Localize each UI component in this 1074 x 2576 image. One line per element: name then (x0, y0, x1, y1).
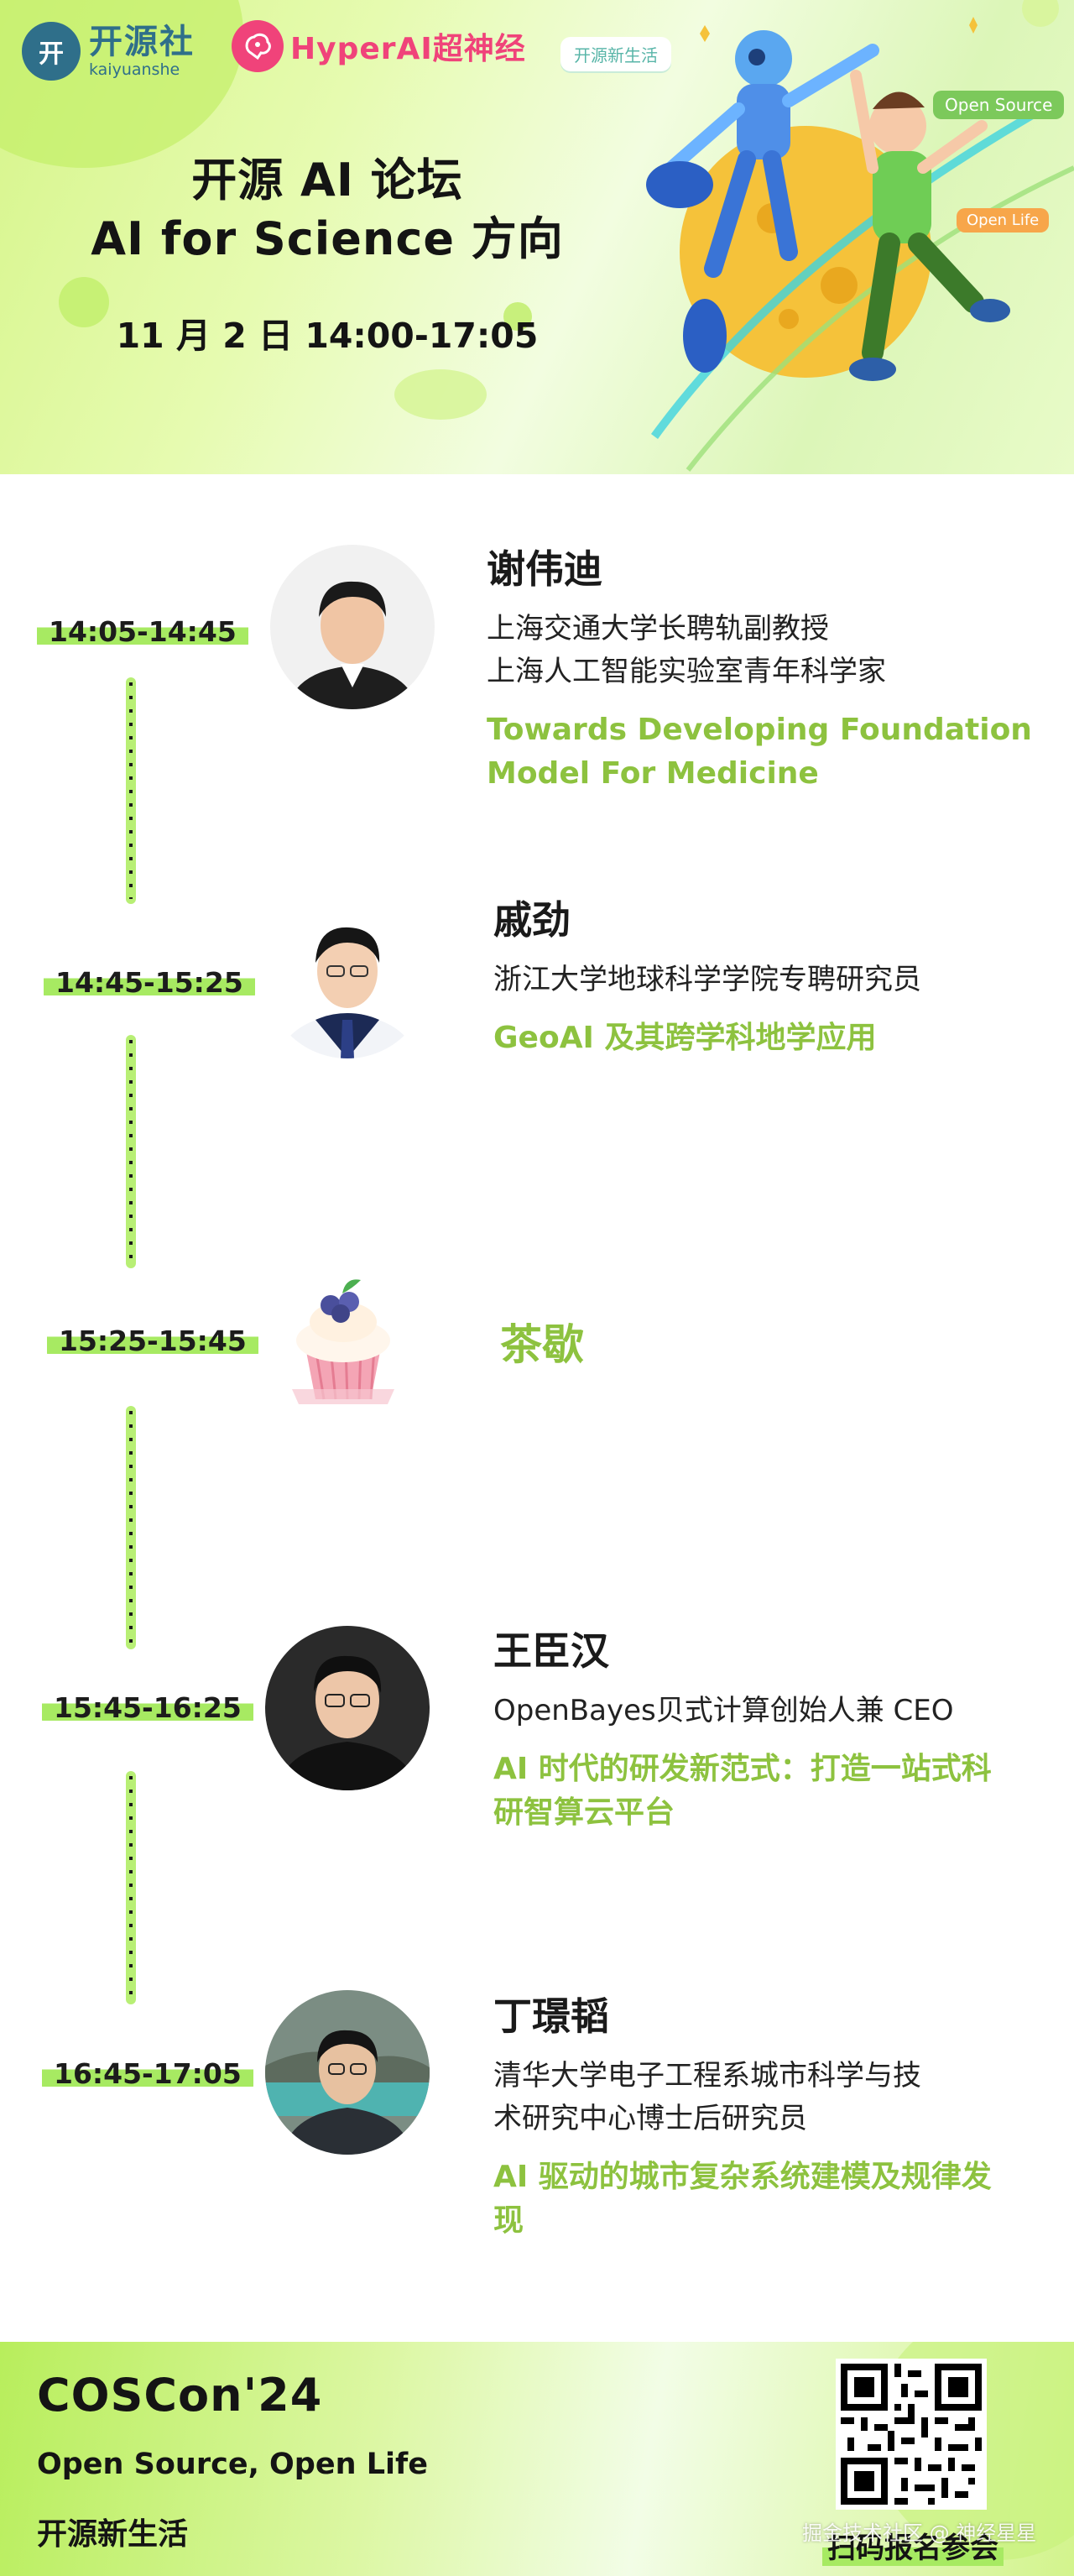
registration-qr-code[interactable] (836, 2359, 987, 2510)
kaiyuanshe-logo-en: kaiyuanshe (89, 60, 180, 79)
speaker-card: 戚劲 浙江大学地球科学学院专聘研究员 GeoAI 及其跨学科地学应用 (493, 897, 1047, 1060)
open-source-life-tag: 开源新生活 (560, 37, 671, 71)
kaiyuanshe-logo-icon: 开 (22, 22, 81, 81)
speaker-avatar (265, 1626, 430, 1790)
event-slogan: Open Source, Open Life (37, 2448, 428, 2481)
topic-line: 研智算云平台 (493, 1795, 675, 1831)
affiliation-line: 清华大学电子工程系城市科学与技 (493, 2059, 921, 2093)
cupcake-icon (280, 1263, 406, 1406)
kaiyuanshe-logo[interactable]: 开 开源社 kaiyuanshe (22, 22, 195, 81)
topic-line: GeoAI 及其跨学科地学应用 (493, 1021, 877, 1056)
speaker-name: 戚劲 (493, 897, 571, 943)
topic-line: Towards Developing Foundation (487, 713, 1032, 748)
speaker-name: 丁璟韬 (493, 1993, 609, 2039)
decor-blob (59, 277, 109, 327)
speaker-avatar (265, 894, 430, 1058)
tea-break-label: 茶歇 (500, 1320, 584, 1369)
event-date: 11 月 2 日 14:00-17:05 (116, 316, 539, 357)
topic-line: Model For Medicine (487, 756, 819, 792)
time-slot: 16:45-17:05 (42, 2057, 253, 2090)
topic-line: 现 (493, 2203, 524, 2239)
footer-banner: COSCon'24 Open Source, Open Life 开源新生活 (0, 2342, 1074, 2576)
talk-topic: AI 时代的研发新范式：打造一站式科 研智算云平台 (493, 1748, 1047, 1835)
hyperai-logo[interactable]: HyperAI超神经 (232, 20, 526, 72)
kaiyuanshe-logo-cn: 开源社 (89, 22, 195, 61)
speaker-name: 谢伟迪 (487, 546, 602, 592)
time-slot: 15:25-15:45 (47, 1325, 258, 1357)
time-slot: 15:45-16:25 (42, 1691, 253, 1724)
event-brand: COSCon'24 (37, 2369, 323, 2422)
affiliation-line: 术研究中心博士后研究员 (493, 2102, 807, 2136)
affiliation-line: 上海人工智能实验室青年科学家 (487, 655, 886, 689)
schedule-timeline: 14:05-14:45 谢伟迪 上海交通大学长聘轨副教授 上海人工智能实验室青年… (0, 474, 1074, 2342)
timeline-connector (126, 1035, 136, 1268)
speaker-affiliation: 清华大学电子工程系城市科学与技 术研究中心博士后研究员 (493, 2055, 1047, 2140)
talk-topic: GeoAI 及其跨学科地学应用 (493, 1016, 1047, 1060)
speaker-card: 王臣汉 OpenBayes贝式计算创始人兼 CEO AI 时代的研发新范式：打造… (493, 1628, 1047, 1836)
timeline-connector (126, 677, 136, 904)
open-life-tag: Open Life (957, 208, 1050, 233)
topic-line: AI 时代的研发新范式：打造一站式科 (493, 1752, 992, 1787)
speaker-avatar (265, 1990, 430, 2155)
decor-blob (503, 302, 532, 331)
speaker-card: 谢伟迪 上海交通大学长聘轨副教授 上海人工智能实验室青年科学家 Towards … (487, 546, 1040, 797)
forum-title: 开源 AI 论坛 AI for Science 方向 11 月 2 日 14:0… (50, 151, 604, 358)
speaker-card: 丁璟韬 清华大学电子工程系城市科学与技 术研究中心博士后研究员 AI 驱动的城市… (493, 1993, 1047, 2244)
speaker-affiliation: OpenBayes贝式计算创始人兼 CEO (493, 1690, 1047, 1732)
event-slogan-cn: 开源新生活 (37, 2517, 189, 2552)
timeline-connector (126, 1406, 136, 1649)
robot-and-person-illustration (621, 0, 1074, 474)
timeline-connector (126, 1771, 136, 2004)
decor-blob (394, 369, 487, 420)
title-line: AI for Science 方向 (91, 212, 564, 266)
speaker-affiliation: 浙江大学地球科学学院专聘研究员 (493, 959, 1047, 1001)
speaker-name: 王臣汉 (493, 1628, 609, 1674)
header-banner: 开 开源社 kaiyuanshe HyperAI超神经 开源新生活 开源 AI … (0, 0, 1074, 474)
time-slot: 14:05-14:45 (37, 615, 248, 648)
affiliation-line: 浙江大学地球科学学院专聘研究员 (493, 963, 921, 997)
hyperai-brain-icon (232, 20, 284, 72)
affiliation-line: 上海交通大学长聘轨副教授 (487, 612, 829, 646)
speaker-affiliation: 上海交通大学长聘轨副教授 上海人工智能实验室青年科学家 (487, 608, 1040, 693)
open-source-tag: Open Source (933, 91, 1065, 119)
title-line: 开源 AI 论坛 (191, 154, 463, 206)
hyperai-logo-text: HyperAI超神经 (290, 32, 526, 66)
talk-topic: AI 驱动的城市复杂系统建模及规律发 现 (493, 2155, 1047, 2243)
topic-line: AI 驱动的城市复杂系统建模及规律发 (493, 2160, 992, 2195)
speaker-avatar (270, 545, 435, 709)
scan-to-register-label: 扫码报名参会 (822, 2525, 1004, 2566)
talk-topic: Towards Developing Foundation Model For … (487, 708, 1040, 796)
source-watermark: 掘金技术社区 @ 神经星星 (802, 2521, 1037, 2545)
affiliation-line: OpenBayes贝式计算创始人兼 CEO (493, 1694, 954, 1728)
time-slot: 14:45-15:25 (44, 966, 255, 999)
